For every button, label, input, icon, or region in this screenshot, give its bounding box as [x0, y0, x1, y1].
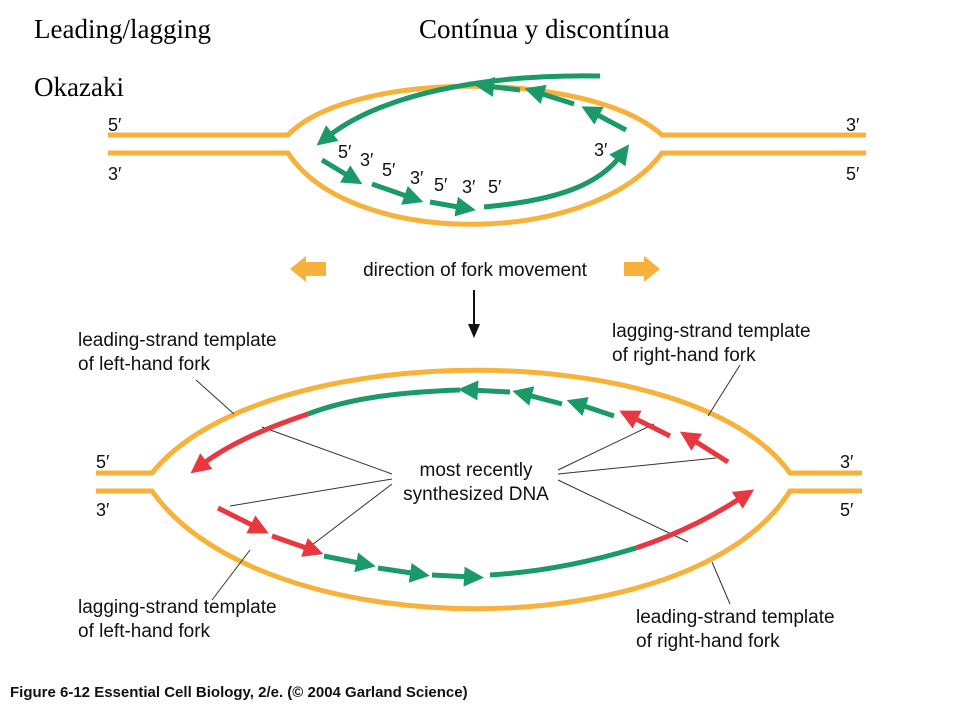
lower-fragment-green-3 — [431, 566, 484, 587]
top-lower-continuous-strand — [483, 144, 630, 210]
recent-pointer-3 — [311, 483, 393, 546]
recent-pointer-2 — [229, 478, 393, 507]
top-upper-continuous-strand — [316, 73, 601, 146]
top-right-bottom-label: 5′ — [846, 164, 860, 184]
left-direction-arrow — [290, 256, 326, 282]
top-inner-label-8: 3′ — [594, 140, 608, 160]
bottom-right-bottom-label: 5′ — [840, 500, 854, 520]
bottom-right-top-label: 3′ — [840, 452, 854, 472]
lead-right-label-line1: leading-strand template — [636, 607, 835, 628]
lag-left-label-line2: of left-hand fork — [78, 621, 211, 642]
recent-pointer-1 — [261, 426, 393, 475]
lag-right-label-line1: lagging-strand template — [612, 321, 811, 342]
recent-pointer-6 — [557, 479, 689, 543]
upper-continuous-red — [190, 411, 309, 474]
top-lower-template — [108, 150, 866, 227]
lag-left-label-line1: lagging-strand template — [78, 597, 277, 618]
lag-right-label-line2: of right-hand fork — [612, 345, 756, 366]
top-upper-fragment-2 — [524, 84, 575, 107]
recent-label-line2: synthesized DNA — [403, 484, 549, 505]
upper-fragment-green-3 — [566, 397, 615, 419]
top-bubble: 5′ 3′ 3′ 5′ 5′ 3′ 5′ 3′ 5′ 3′ 5′ 3′ — [108, 73, 866, 227]
lower-fragment-green-1 — [323, 552, 376, 573]
top-left-bottom-label: 3′ — [108, 164, 122, 184]
lower-fragment-red-1 — [216, 505, 269, 534]
header-leading-lagging: Leading/lagging — [34, 14, 211, 44]
lead-right-label-line2: of right-hand fork — [636, 631, 780, 652]
top-inner-label-1: 5′ — [338, 142, 352, 162]
top-upper-fragment-3 — [581, 106, 628, 133]
top-lower-fragment-3 — [429, 196, 476, 217]
top-lower-fragment-1 — [320, 157, 363, 185]
top-inner-label-4: 3′ — [410, 168, 424, 188]
upper-fragment-red-2 — [679, 431, 730, 465]
top-left-top-label: 5′ — [108, 115, 122, 135]
header-continua: Contínua y discontínua — [419, 14, 670, 44]
top-new-strands — [316, 73, 630, 217]
callout-lead-left — [195, 379, 235, 415]
lead-left-label-line2: of left-hand fork — [78, 354, 211, 375]
lower-continuous-red — [635, 489, 755, 551]
bottom-upper-new-strands — [190, 380, 730, 474]
bottom-template-strands — [96, 367, 862, 612]
bottom-bubble: 5′ 3′ 3′ 5′ leading-strand template of l… — [78, 321, 862, 652]
lead-left-label-line1: leading-strand template — [78, 330, 277, 351]
callout-lag-left — [211, 549, 251, 601]
callout-lag-right — [707, 364, 741, 417]
header-okazaki: Okazaki — [34, 72, 124, 102]
fork-direction: direction of fork movement — [290, 256, 660, 338]
recent-pointer-5 — [557, 457, 717, 475]
recent-label-line1: most recently — [420, 460, 533, 481]
upper-fragment-green-1 — [458, 380, 511, 401]
bottom-left-bottom-label: 3′ — [96, 500, 110, 520]
upper-fragment-green-2 — [512, 386, 563, 407]
upper-fragment-red-1 — [619, 410, 672, 439]
top-right-top-label: 3′ — [846, 115, 860, 135]
recent-pointer-4 — [557, 423, 655, 471]
right-direction-arrow — [624, 256, 660, 282]
lower-fragment-red-2 — [271, 533, 324, 557]
top-inner-label-5: 5′ — [434, 175, 448, 195]
bottom-lower-new-strands — [216, 489, 755, 587]
lower-continuous-green — [489, 545, 637, 578]
bottom-left-top-label: 5′ — [96, 452, 110, 472]
top-upper-template — [108, 83, 866, 138]
direction-label: direction of fork movement — [363, 260, 588, 281]
callout-lead-right — [711, 561, 731, 605]
callout-lines — [195, 364, 741, 605]
top-inner-label-3: 5′ — [382, 160, 396, 180]
figure-caption: Figure 6-12 Essential Cell Biology, 2/e.… — [10, 684, 468, 701]
lower-fragment-green-2 — [377, 562, 430, 583]
top-inner-label-7: 5′ — [488, 177, 502, 197]
bottom-lower-template — [96, 488, 862, 612]
upper-continuous-green — [307, 387, 461, 417]
top-inner-label-6: 3′ — [462, 177, 476, 197]
top-upper-fragment-1 — [474, 77, 521, 97]
top-template-strands — [108, 83, 866, 227]
transition-arrow-head — [468, 324, 480, 338]
bottom-upper-template — [96, 367, 862, 476]
top-inner-label-2: 3′ — [360, 150, 374, 170]
top-lower-fragment-2 — [371, 181, 424, 205]
